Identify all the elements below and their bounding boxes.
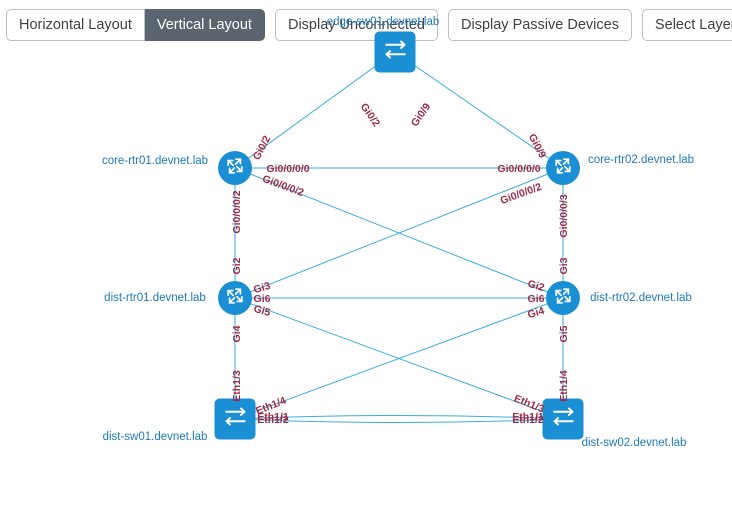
display-unconnected-button[interactable]: Display Unconnected	[274, 9, 438, 41]
topology-node-dist-sw01[interactable]	[214, 398, 256, 440]
node-label-dist-rtr01: dist-rtr01.devnet.lab	[104, 292, 206, 304]
topology-node-core-rtr02[interactable]	[546, 151, 580, 185]
node-label-core-rtr02: core-rtr02.devnet.lab	[587, 154, 695, 166]
display-passive-devices-button[interactable]: Display Passive Devices	[448, 9, 632, 41]
port-label: Gi0/0/0/0	[497, 163, 541, 175]
port-label: Gi6	[527, 293, 545, 305]
port-label: Eth1/3	[231, 370, 243, 402]
port-label: Gi4	[231, 325, 243, 343]
select-layers-dropdown[interactable]: Select Layers	[641, 9, 732, 41]
layout-button-group: Horizontal Layout Vertical Layout	[6, 9, 265, 41]
switch-icon	[549, 404, 577, 435]
port-label: Eth1/1	[257, 411, 289, 423]
port-label: Eth1/4	[558, 370, 570, 402]
port-label: Gi3	[558, 257, 570, 275]
topology-node-core-rtr01[interactable]	[218, 151, 252, 185]
horizontal-layout-button[interactable]: Horizontal Layout	[6, 9, 145, 41]
router-icon	[224, 155, 246, 182]
topology-node-dist-sw02[interactable]	[542, 398, 584, 440]
node-label-dist-sw01: dist-sw01.devnet.lab	[102, 431, 208, 443]
node-label-dist-sw02: dist-sw02.devnet.lab	[581, 437, 687, 449]
vertical-layout-button[interactable]: Vertical Layout	[144, 9, 265, 41]
switch-icon	[221, 404, 249, 435]
port-label: Gi0/0/0/3	[558, 194, 570, 238]
port-label: Gi0/0/0/2	[231, 190, 243, 234]
node-label-dist-rtr02: dist-rtr02.devnet.lab	[590, 292, 692, 304]
topology-link[interactable]	[234, 51, 396, 169]
top-toolbar: Horizontal Layout Vertical Layout Displa…	[0, 0, 732, 44]
topology-canvas[interactable]: edge-sw01.devnet.lab core-rtr01.devnet.l…	[0, 16, 732, 505]
topology-node-edge-sw01[interactable]	[374, 31, 416, 73]
node-label-core-rtr01: core-rtr01.devnet.lab	[101, 155, 209, 167]
router-icon	[552, 285, 574, 312]
topology-link[interactable]	[234, 415, 564, 420]
port-label: Gi2	[231, 257, 243, 275]
port-label: Gi5	[558, 325, 570, 343]
node-label-edge-sw01: edge-sw01.devnet.lab	[326, 16, 440, 28]
topology-link[interactable]	[234, 297, 564, 420]
topology-node-dist-rtr01[interactable]	[218, 281, 252, 315]
topology-links-layer	[234, 51, 564, 423]
router-icon	[224, 285, 246, 312]
topology-link[interactable]	[394, 51, 564, 169]
port-label: Eth1/2	[257, 414, 289, 426]
select-layers-label: Select Layers	[654, 16, 732, 33]
switch-icon	[381, 37, 409, 68]
port-label: Gi6	[253, 293, 271, 305]
topology-link[interactable]	[234, 418, 564, 423]
topology-node-dist-rtr02[interactable]	[546, 281, 580, 315]
port-label: Gi0/0/0/0	[266, 163, 310, 175]
router-icon	[552, 155, 574, 182]
topology-link[interactable]	[234, 167, 564, 299]
port-label: Eth1/1	[512, 411, 544, 423]
port-label: Eth1/2	[512, 414, 544, 426]
